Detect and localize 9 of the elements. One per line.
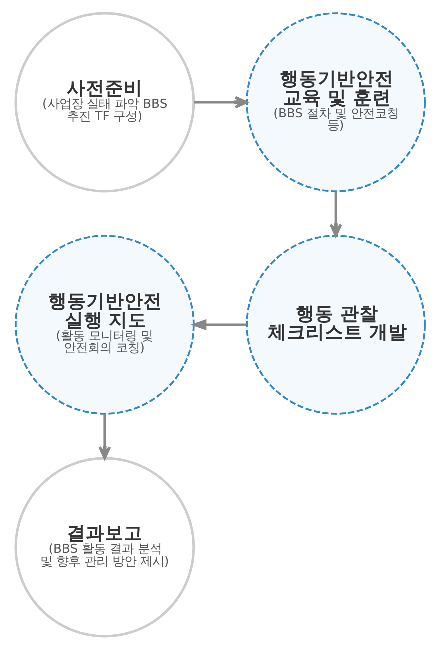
node-circle: 행동 관찰 체크리스트 개발	[246, 235, 426, 415]
node-circle: 행동기반안전 교육 및 훈련 (BBS 절차 및 안전코칭 등)	[246, 12, 426, 192]
arrow	[98, 414, 111, 460]
arrow	[194, 96, 248, 109]
node-circle: 결과보고 (BBS 활동 결과 분석 및 향후 관리 방안 제시)	[14, 457, 195, 638]
node-circle: 사전준비 (사업장 실태 파악 BBS 추진 TF 구성)	[14, 12, 195, 193]
arrow	[190, 319, 246, 331]
arrow	[329, 192, 342, 238]
node-circle: 행동기반안전 실행 지도 (활동 모니터링 및 안전회의 코칭)	[14, 235, 194, 415]
